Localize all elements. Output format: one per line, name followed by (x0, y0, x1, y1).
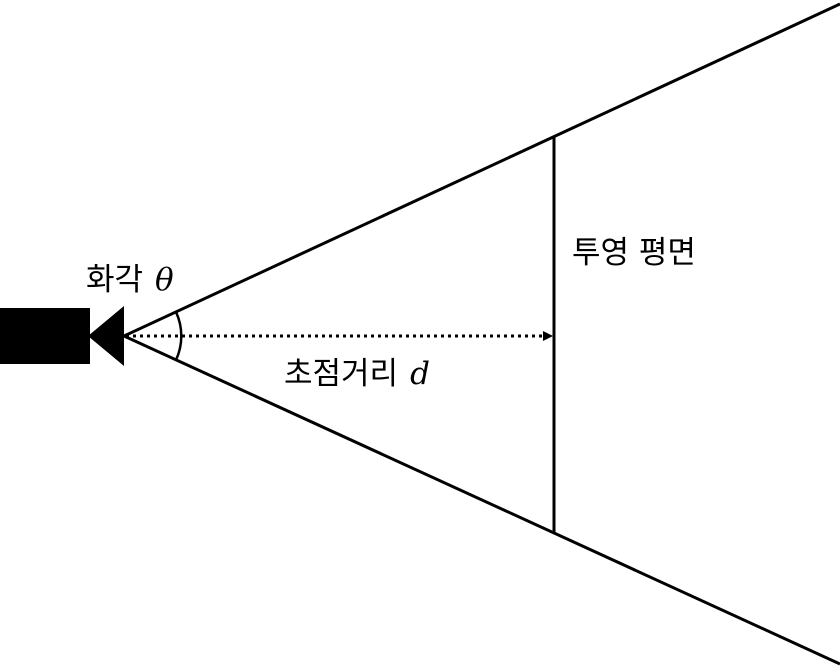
fov-label: 화각 θ (86, 262, 174, 298)
fov-angle-arc (174, 311, 183, 361)
camera-icon (0, 306, 124, 366)
focal-symbol: d (410, 356, 430, 392)
fov-lower-ray (123, 334, 840, 666)
fov-upper-ray (123, 2, 840, 338)
projection-plane-label: 투영 평면 (572, 235, 696, 271)
focal-distance-label: 초점거리 d (284, 356, 430, 392)
fov-symbol: θ (155, 262, 174, 298)
